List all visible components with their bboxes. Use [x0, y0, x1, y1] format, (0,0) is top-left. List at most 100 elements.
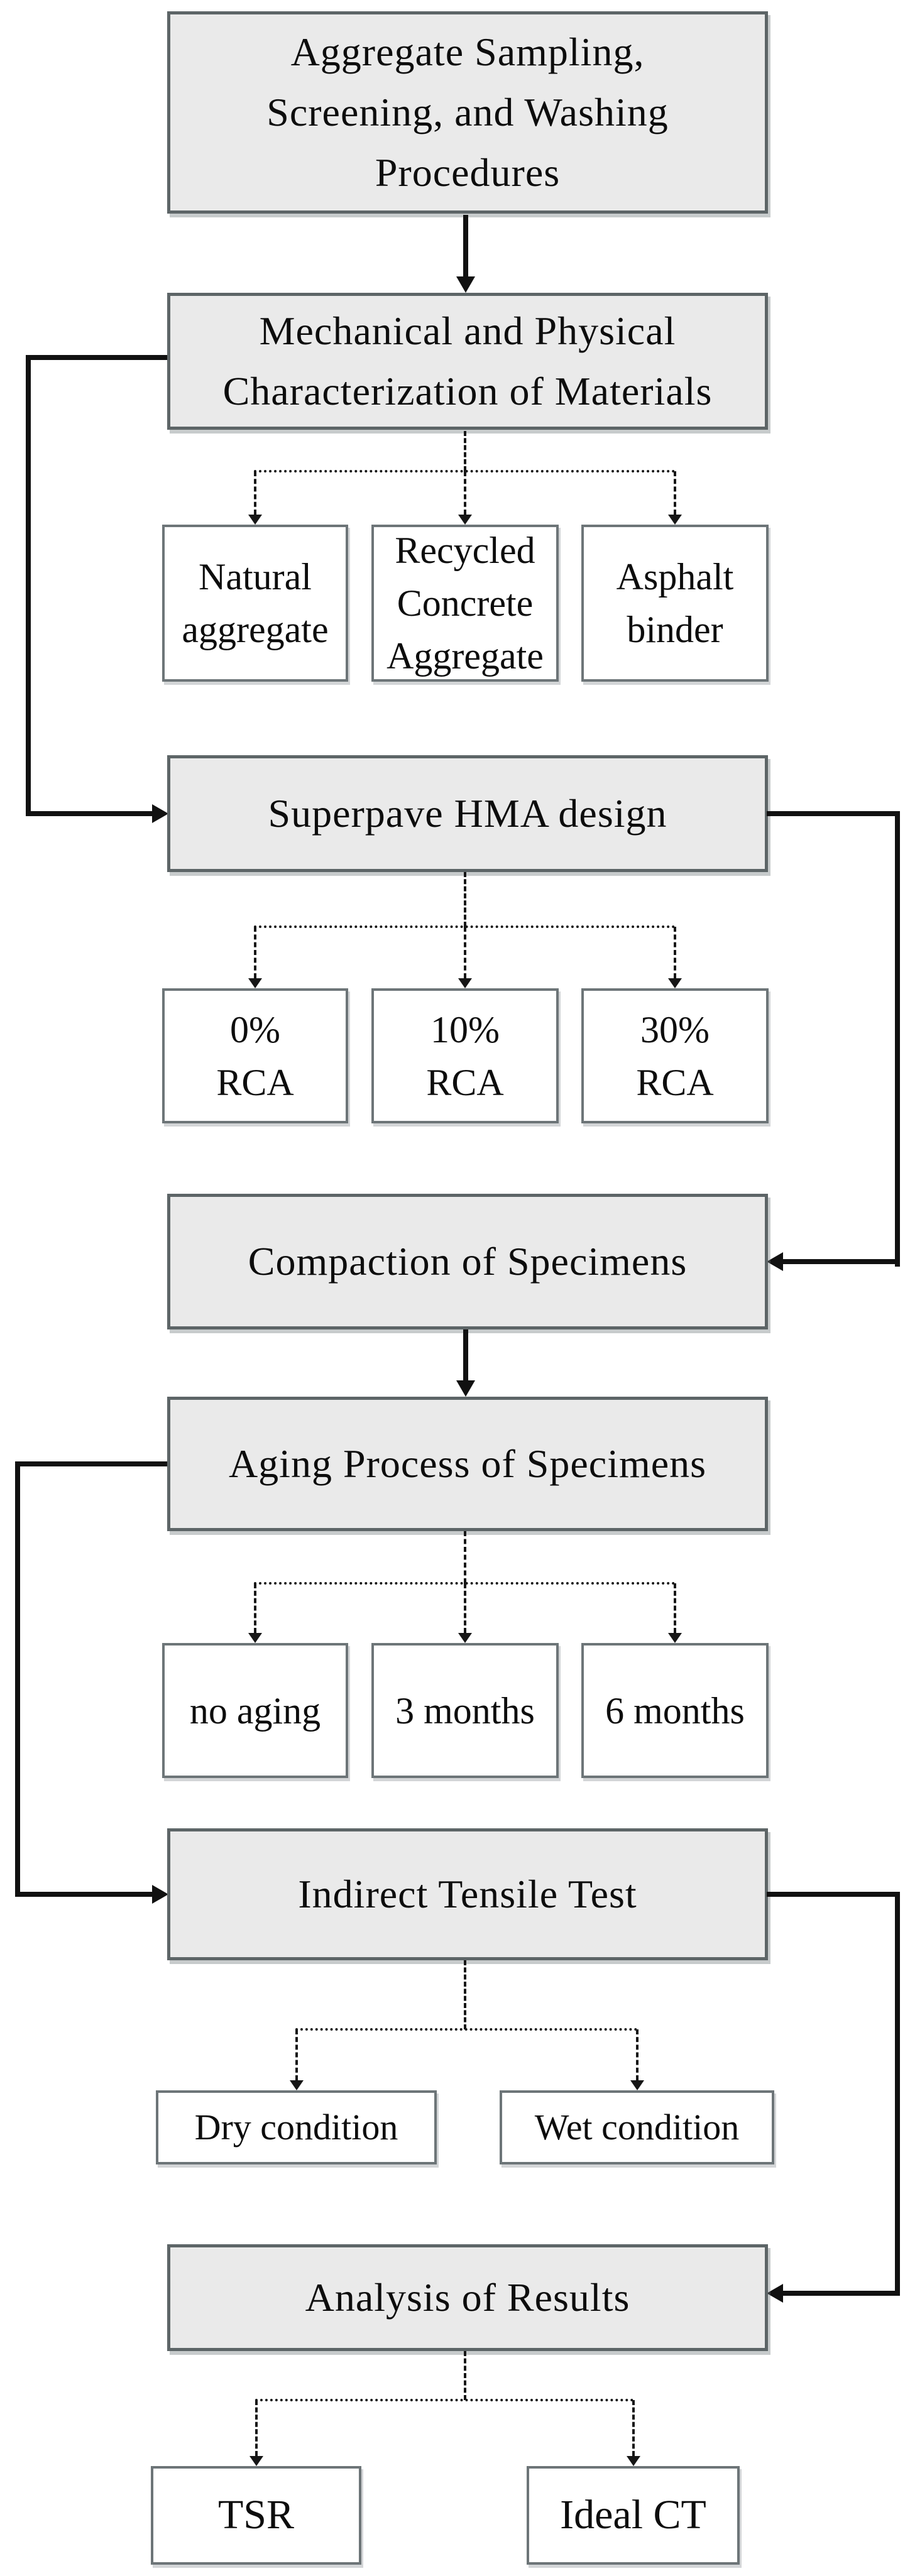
- connector-aging-to-tensile-head: [152, 1885, 168, 1904]
- process-box-characterization-line: Mechanical and Physical: [259, 308, 676, 353]
- branch-arrowhead-tsr: [249, 2456, 263, 2466]
- arrow-sampling-to-characterization-line: [463, 215, 468, 279]
- branch-arrowhead-wet-condition: [630, 2080, 644, 2090]
- option-box-recycled-concrete-aggregate: Recycled Concrete Aggregate: [371, 525, 559, 682]
- connector-superpave-to-compaction-head: [767, 1252, 783, 1271]
- branch-drop-wet-condition: [636, 2029, 639, 2080]
- option-label: Recycled: [395, 530, 535, 571]
- branch-drop-0-rca: [254, 927, 256, 978]
- process-box-compaction-label: Compaction of Specimens: [248, 1239, 688, 1284]
- branch-arrowhead-natural-aggregate: [248, 515, 262, 525]
- branch-tensile-bar: [295, 2028, 637, 2031]
- branch-drop-tsr: [255, 2400, 258, 2456]
- process-box-sampling-line: Procedures: [375, 150, 561, 195]
- option-label: 30%: [640, 1008, 710, 1051]
- arrow-compaction-to-aging-line: [463, 1329, 468, 1383]
- branch-drop-asphalt-binder: [674, 471, 676, 515]
- arrow-sampling-to-characterization-head: [456, 276, 475, 293]
- option-label: Asphalt: [616, 556, 734, 598]
- arrow-compaction-to-aging-head: [456, 1380, 475, 1397]
- branch-drop-3-months: [464, 1583, 466, 1633]
- branch-arrowhead-recycled-concrete: [458, 515, 472, 525]
- branch-drop-6-months: [674, 1583, 676, 1633]
- option-box-0-rca: 0% RCA: [162, 988, 348, 1123]
- branch-arrowhead-30-rca: [668, 978, 682, 988]
- process-box-superpave-label: Superpave HMA design: [268, 791, 667, 836]
- process-box-analysis: Analysis of Results: [167, 2244, 768, 2351]
- branch-tensile-stem: [464, 1960, 466, 2029]
- option-box-10-rca: 10% RCA: [371, 988, 559, 1123]
- option-label: binder: [627, 609, 723, 650]
- branch-drop-no-aging: [254, 1583, 256, 1633]
- branch-drop-10-rca: [464, 927, 466, 978]
- option-label: Wet condition: [534, 2107, 740, 2148]
- branch-drop-dry-condition: [295, 2029, 298, 2080]
- branch-aging-stem: [464, 1531, 466, 1583]
- branch-drop-natural-aggregate: [254, 471, 256, 515]
- connector-characterization-to-superpave-head: [152, 804, 168, 823]
- connector-characterization-to-superpave-seg: [28, 355, 167, 360]
- option-label: TSR: [217, 2492, 295, 2538]
- branch-arrowhead-ideal-ct: [627, 2456, 640, 2466]
- branch-arrowhead-3-months: [458, 1633, 472, 1643]
- connector-aging-to-tensile-seg: [18, 1461, 167, 1466]
- connector-aging-to-tensile-seg: [15, 1892, 153, 1897]
- process-box-characterization-line: Characterization of Materials: [222, 369, 713, 413]
- option-label: aggregate: [182, 609, 329, 650]
- option-label: 3 months: [395, 1689, 535, 1732]
- branch-drop-recycled-concrete: [464, 471, 466, 515]
- connector-characterization-to-superpave-seg: [26, 811, 153, 816]
- option-label: RCA: [426, 1061, 504, 1103]
- branch-arrowhead-6-months: [668, 1633, 682, 1643]
- process-box-superpave: Superpave HMA design: [167, 755, 768, 872]
- branch-arrowhead-0-rca: [248, 978, 262, 988]
- option-box-dry-condition: Dry condition: [156, 2090, 437, 2164]
- option-box-ideal-ct: Ideal CT: [527, 2466, 740, 2565]
- option-label: RCA: [636, 1061, 714, 1103]
- option-label: no aging: [189, 1689, 321, 1732]
- connector-superpave-to-compaction-seg: [783, 1259, 900, 1264]
- option-box-3-months: 3 months: [371, 1643, 559, 1778]
- option-label: Ideal CT: [560, 2492, 706, 2538]
- connector-characterization-to-superpave-seg: [26, 355, 31, 816]
- branch-analysis-stem: [464, 2351, 466, 2400]
- connector-tensile-to-analysis-seg: [767, 1892, 900, 1897]
- branch-characterization-stem: [464, 431, 466, 471]
- process-box-analysis-label: Analysis of Results: [305, 2275, 630, 2320]
- branch-drop-30-rca: [674, 927, 676, 978]
- branch-arrowhead-dry-condition: [290, 2080, 304, 2090]
- option-label: 0%: [230, 1008, 280, 1051]
- connector-tensile-to-analysis-seg: [783, 2291, 900, 2296]
- process-box-sampling: Aggregate Sampling, Screening, and Washi…: [167, 11, 768, 214]
- branch-arrowhead-10-rca: [458, 978, 472, 988]
- option-box-no-aging: no aging: [162, 1643, 348, 1778]
- connector-aging-to-tensile-seg: [15, 1461, 20, 1897]
- process-box-aging-label: Aging Process of Specimens: [228, 1441, 707, 1486]
- process-box-characterization: Mechanical and Physical Characterization…: [167, 293, 768, 430]
- option-label: 6 months: [605, 1689, 745, 1732]
- process-box-tensile-test-label: Indirect Tensile Test: [298, 1872, 637, 1916]
- option-label: Concrete: [397, 582, 534, 624]
- option-box-asphalt-binder: Asphalt binder: [581, 525, 769, 682]
- branch-superpave-stem: [464, 872, 466, 927]
- connector-tensile-to-analysis-head: [767, 2284, 783, 2303]
- process-box-compaction: Compaction of Specimens: [167, 1194, 768, 1329]
- process-box-sampling-line: Screening, and Washing: [266, 90, 669, 134]
- option-label: RCA: [216, 1061, 294, 1103]
- branch-arrowhead-no-aging: [248, 1633, 262, 1643]
- option-label: Aggregate: [386, 635, 544, 677]
- branch-arrowhead-asphalt-binder: [668, 515, 682, 525]
- branch-drop-ideal-ct: [632, 2400, 635, 2456]
- option-box-natural-aggregate: Natural aggregate: [162, 525, 348, 682]
- option-label: Dry condition: [194, 2107, 398, 2148]
- option-box-6-months: 6 months: [581, 1643, 769, 1778]
- connector-tensile-to-analysis-seg: [895, 1892, 900, 2296]
- option-box-30-rca: 30% RCA: [581, 988, 769, 1123]
- option-label: Natural: [199, 556, 312, 598]
- process-box-aging: Aging Process of Specimens: [167, 1397, 768, 1531]
- option-box-wet-condition: Wet condition: [500, 2090, 774, 2164]
- branch-analysis-bar: [255, 2399, 633, 2401]
- option-box-tsr: TSR: [151, 2466, 361, 2565]
- connector-superpave-to-compaction-seg: [767, 811, 900, 816]
